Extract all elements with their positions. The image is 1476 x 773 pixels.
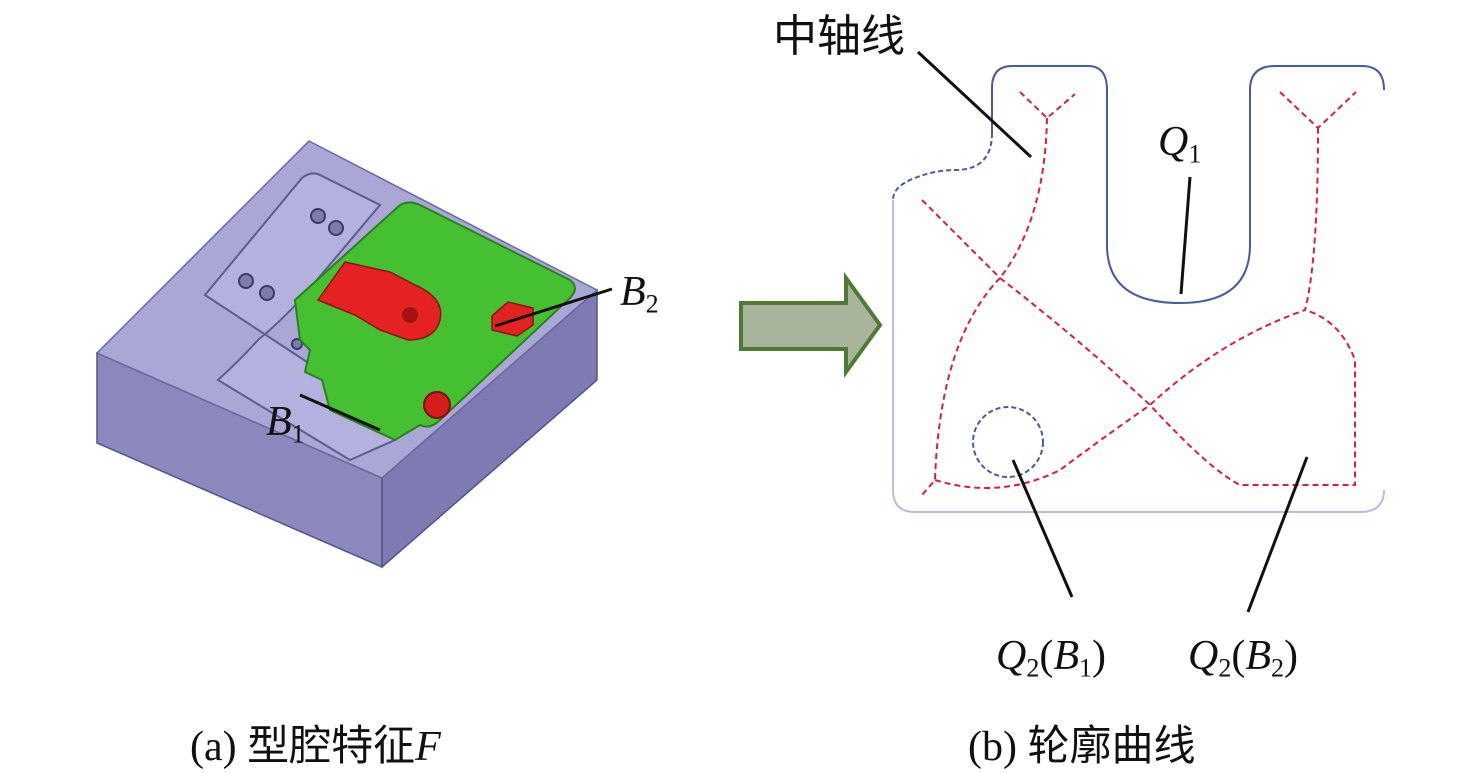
caption-b: (b) 轮廓曲线 xyxy=(968,724,1196,770)
leader-b2 xyxy=(494,287,613,328)
hole-contour xyxy=(972,406,1044,478)
round-boss xyxy=(423,391,451,419)
label-q1: Q1 xyxy=(1158,119,1202,169)
medial-axis xyxy=(921,91,1357,496)
leader-b1 xyxy=(299,393,381,432)
boss-hole xyxy=(402,307,418,323)
hole-group-1 xyxy=(238,208,344,350)
label-b2: B2 xyxy=(620,269,659,319)
label-q2-b2: Q2(B2) xyxy=(1188,633,1299,683)
medial-axis-label: 中轴线 xyxy=(773,12,905,61)
caption-a: (a) 型腔特征F xyxy=(190,724,441,770)
leader-q2b1 xyxy=(1011,459,1074,598)
outer-contour xyxy=(892,65,1385,513)
left-pocket xyxy=(203,172,397,462)
label-q2-b1: Q2(B1) xyxy=(996,633,1107,683)
leader-q2b2 xyxy=(1246,456,1309,613)
right-arrow-icon xyxy=(739,271,883,379)
leader-q1 xyxy=(1179,176,1192,295)
label-b1: B1 xyxy=(266,399,305,449)
leader-medial-axis xyxy=(916,50,1033,159)
